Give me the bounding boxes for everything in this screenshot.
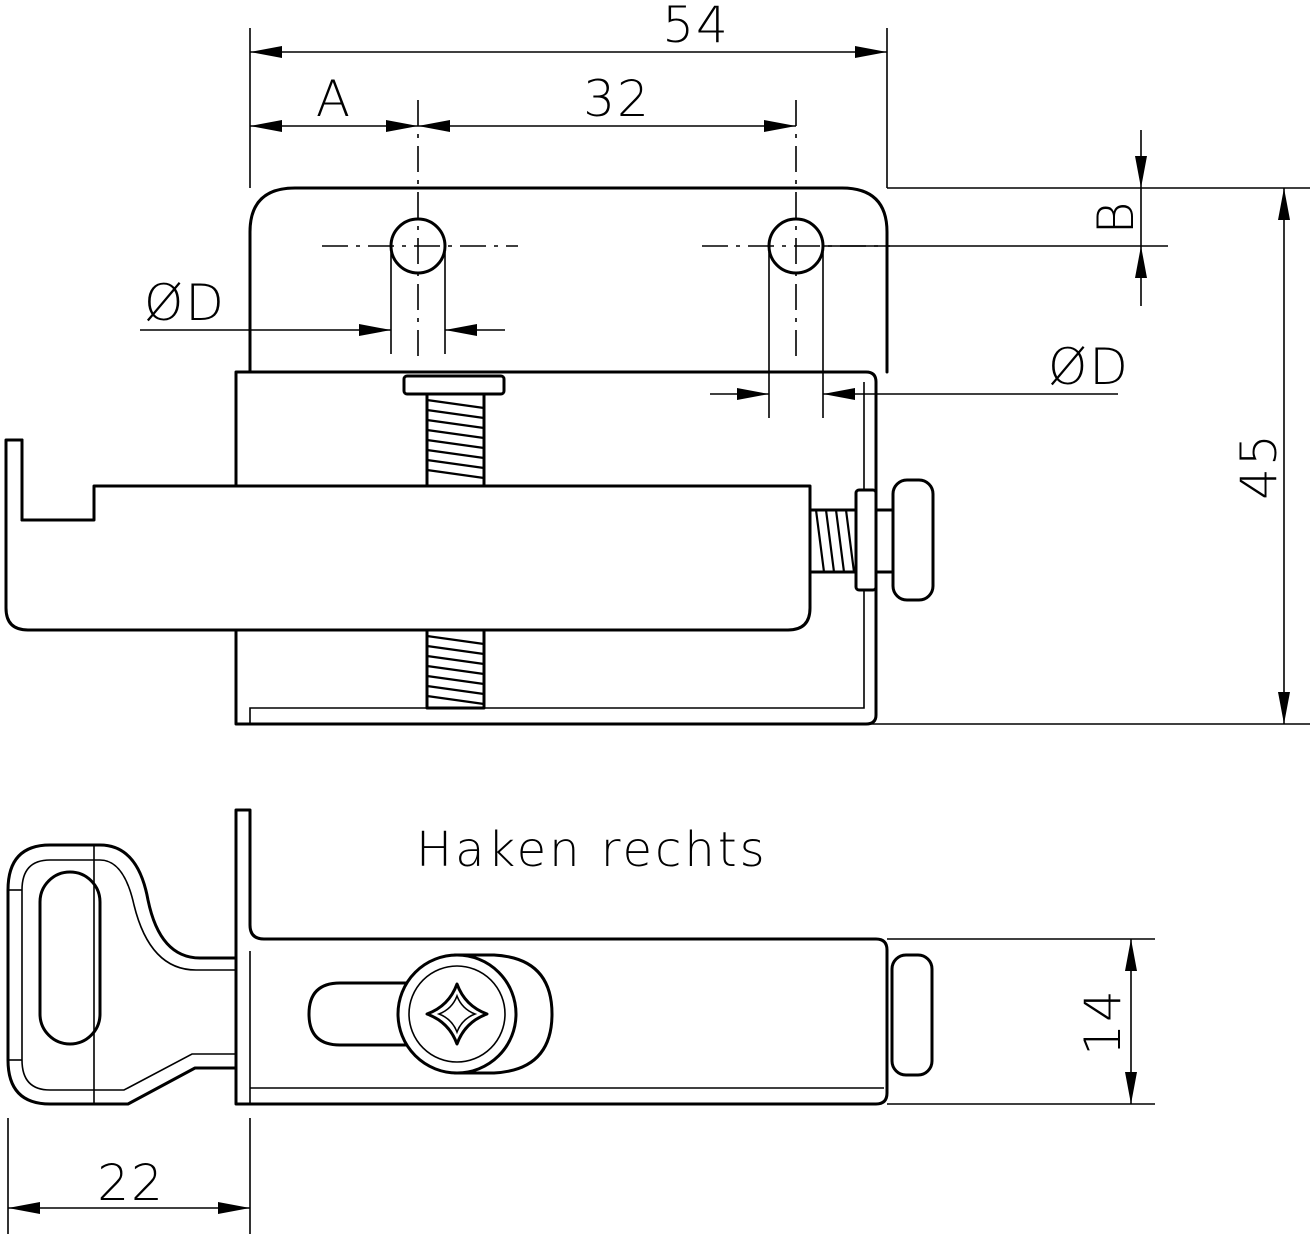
dimension-edge-offset-b: B — [823, 130, 1310, 306]
dimension-hole-spacing: 32 — [418, 70, 796, 132]
dimension-depth: 22 — [7, 1118, 251, 1234]
dimension-offset-a: A — [250, 70, 418, 132]
side-mounting-plate — [234, 808, 889, 1106]
screw-head-washer — [402, 374, 506, 396]
hook-arm — [4, 438, 812, 632]
dimension-14-label: 14 — [1074, 988, 1132, 1056]
front-view: 54 A 32 ØD — [4, 0, 1310, 726]
screw-head — [396, 953, 518, 1075]
dimension-thickness: 14 — [887, 938, 1155, 1105]
view-caption: Haken rechts — [416, 822, 768, 878]
hook-slot — [38, 870, 102, 1046]
torx-drive-icon — [425, 982, 489, 1046]
dimension-diameter-left: ØD — [140, 252, 505, 354]
dimension-diameter-right-label: ØD — [1048, 338, 1130, 396]
dimension-diameter-left-label: ØD — [144, 274, 226, 332]
dimension-overall-width: 54 — [249, 0, 888, 188]
dimension-32-label: 32 — [583, 70, 651, 128]
dimension-height: 45 — [866, 188, 1310, 725]
adjustment-slot — [307, 981, 502, 1047]
dimension-45-label: 45 — [1230, 432, 1288, 500]
dimension-22-label: 22 — [97, 1154, 165, 1212]
adjustment-knob — [891, 478, 935, 602]
hook-loop — [6, 843, 238, 1106]
dimension-a-label: A — [316, 70, 352, 128]
side-view: Haken rechts 14 — [6, 808, 1155, 1234]
dimension-diameter-right: ØD — [710, 252, 1130, 418]
adjustment-screw-horizontal — [808, 478, 935, 602]
dimension-54-label: 54 — [662, 0, 730, 54]
mounting-plate — [248, 186, 889, 374]
dimension-b-label: B — [1087, 200, 1145, 235]
side-adjustment-knob — [890, 953, 934, 1077]
